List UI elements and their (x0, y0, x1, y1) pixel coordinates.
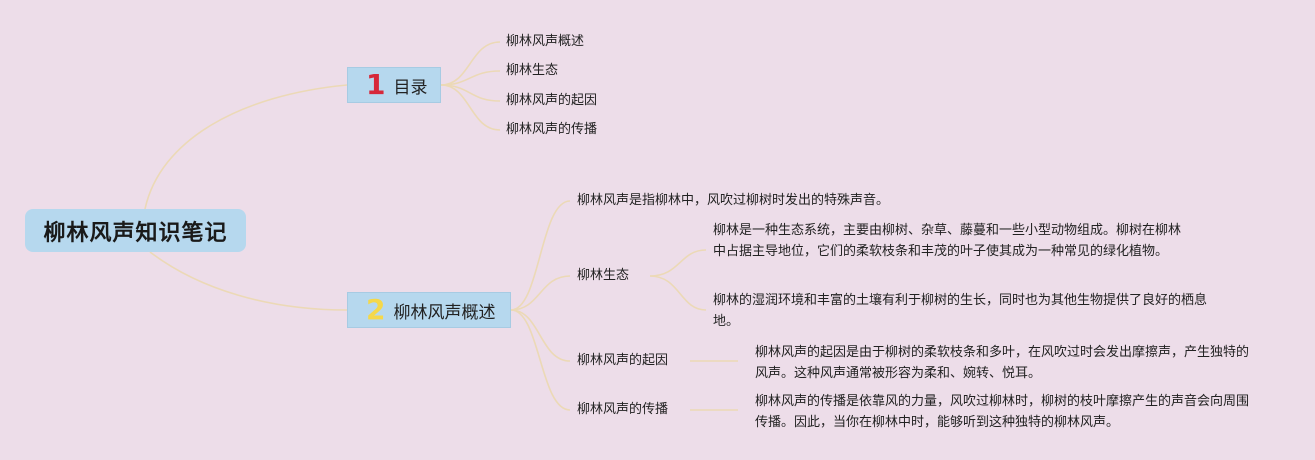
toc-item-cause[interactable]: 柳林风声的起因 (506, 93, 598, 108)
cause-detail[interactable]: 柳林风声的起因是由于柳树的柔软枝条和多叶，在风吹过时会发出摩擦声，产生独特的风声… (755, 345, 1250, 381)
topic-label-toc: 目录 (393, 77, 428, 98)
root-topic[interactable]: 柳林风声知识笔记 (25, 209, 246, 252)
toc-item-spread[interactable]: 柳林风声的传播 (506, 122, 598, 137)
spread-detail[interactable]: 柳林风声的传播是依靠风的力量，风吹过柳林时，柳树的枝叶摩擦产生的声音会向周围传播… (755, 394, 1250, 430)
toc-item-ecology[interactable]: 柳林生态 (506, 63, 559, 78)
root-title: 柳林风声知识笔记 (43, 220, 228, 246)
cause-node[interactable]: 柳林风声的起因 (577, 353, 669, 368)
topic-number-2: 2 (366, 293, 386, 326)
toc-item-overview[interactable]: 柳林风声概述 (506, 34, 585, 49)
spread-node[interactable]: 柳林风声的传播 (577, 402, 669, 417)
ecology-node[interactable]: 柳林生态 (577, 268, 630, 283)
topic-toc[interactable]: 1 目录 (347, 67, 441, 103)
definition-node[interactable]: 柳林风声是指柳林中，风吹过柳树时发出的特殊声音。 (577, 193, 890, 208)
topic-overview[interactable]: 2 柳林风声概述 (347, 292, 511, 328)
topic-label-overview: 柳林风声概述 (393, 302, 496, 323)
ecology-detail-2[interactable]: 柳林的湿润环境和丰富的土壤有利于柳树的生长，同时也为其他生物提供了良好的栖息地。 (713, 293, 1208, 329)
ecology-detail-1[interactable]: 柳林是一种生态系统，主要由柳树、杂草、藤蔓和一些小型动物组成。柳树在柳林中占据主… (713, 223, 1182, 259)
topic-number-1: 1 (366, 68, 386, 101)
